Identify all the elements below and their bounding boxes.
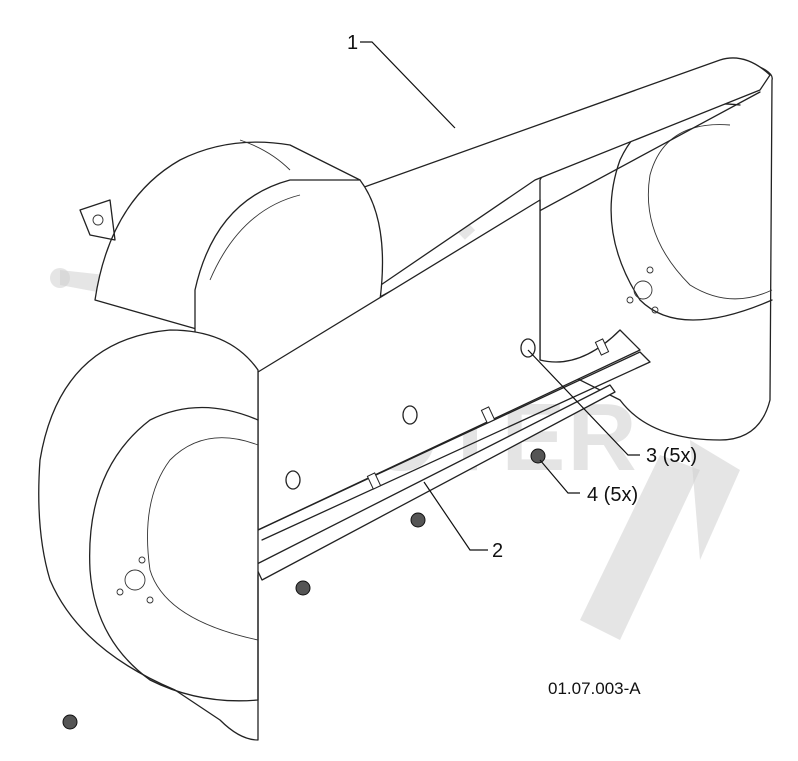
callout-1-leader <box>360 41 456 129</box>
callout-4-leader <box>539 459 580 494</box>
nuts <box>62 448 546 730</box>
nut-icon <box>530 448 546 464</box>
callout-3-leader <box>527 349 640 456</box>
callout-1-label: 1 <box>347 32 358 54</box>
drawing-code: 01.07.003-A <box>548 679 641 698</box>
nut-icon <box>295 580 311 596</box>
auger-housing <box>38 57 773 741</box>
callout-2-label: 2 <box>492 540 503 562</box>
callout-labels: 1 2 3 (5x) 4 (5x) <box>347 32 697 562</box>
callout-leaders <box>360 41 640 551</box>
nut-icon <box>410 512 426 528</box>
nut-icon <box>62 714 78 730</box>
callout-4-label: 4 (5x) <box>587 484 638 506</box>
callout-3-label: 3 (5x) <box>646 445 697 467</box>
callout-2-leader <box>423 481 488 551</box>
